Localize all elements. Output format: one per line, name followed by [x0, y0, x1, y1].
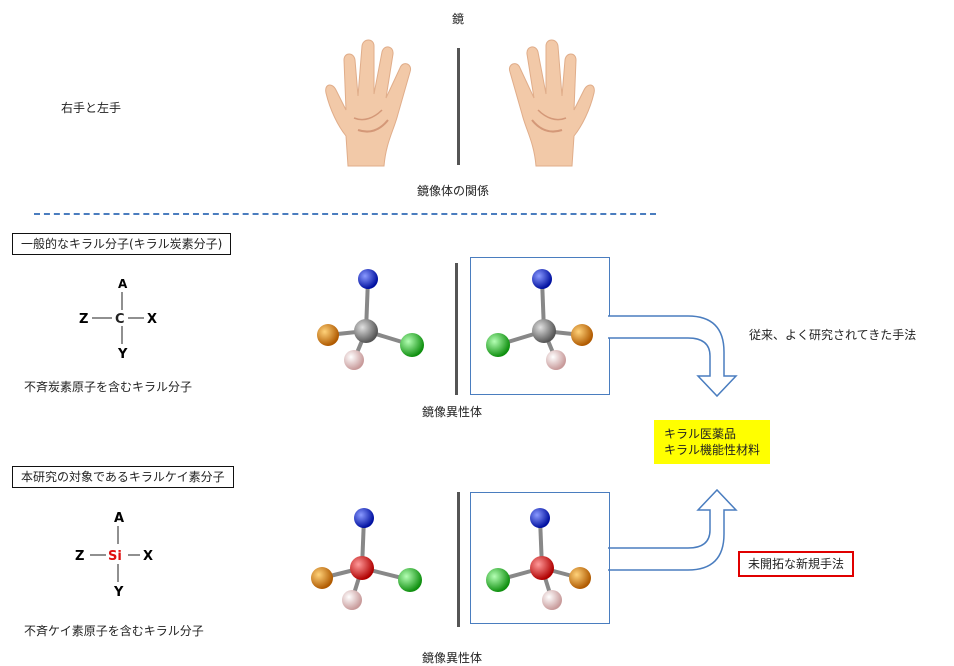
carbon-molecule-left	[317, 269, 424, 370]
outcome-line-1: キラル医薬品	[664, 427, 737, 441]
atom-z: Z	[75, 549, 84, 564]
center-atom-si: Si	[108, 549, 122, 564]
conventional-method-label: 従来、よく研究されてきた手法	[749, 328, 917, 342]
atom-a: A	[118, 277, 128, 291]
center-atom-c: C	[115, 312, 125, 327]
enantiomer-relation-label: 鏡像体の関係	[417, 184, 490, 198]
outcome-line-2: キラル機能性材料	[664, 443, 761, 457]
mirror-line	[457, 48, 460, 165]
arrow-up-icon	[608, 488, 738, 571]
silicon-structure-formula: A Z Si X Y	[75, 511, 153, 600]
silicon-molecule-left	[311, 508, 422, 610]
right-hand-icon	[325, 39, 412, 167]
outcome-box: キラル医薬品 キラル機能性材料	[654, 420, 771, 464]
carbon-molecule-right	[486, 269, 593, 370]
atom-z: Z	[79, 312, 88, 327]
silicon-enantiomer-label: 鏡像異性体	[422, 651, 483, 665]
silicon-mirror-line	[457, 492, 460, 627]
atom-a: A	[114, 511, 124, 526]
atom-x: X	[147, 312, 157, 327]
carbon-caption: 不斉炭素原子を含むキラル分子	[24, 380, 193, 394]
silicon-caption: 不斉ケイ素原子を含むキラル分子	[24, 624, 204, 638]
section-divider	[34, 213, 656, 215]
silicon-section-title: 本研究の対象であるキラルケイ素分子	[12, 466, 234, 488]
silicon-enantiomer-frame	[470, 492, 610, 624]
new-method-box: 未開拓な新規手法	[738, 551, 855, 577]
atom-y: Y	[117, 347, 128, 362]
atom-x: X	[143, 549, 153, 564]
hands-label: 右手と左手	[61, 101, 122, 115]
carbon-mirror-line	[455, 263, 458, 395]
flow-arrows	[608, 315, 738, 571]
carbon-section-title: 一般的なキラル分子(キラル炭素分子)	[12, 233, 232, 255]
silicon-molecule-right	[486, 508, 591, 610]
arrow-down-icon	[608, 315, 738, 398]
carbon-structure-formula: A Z C X Y	[79, 277, 157, 362]
mirror-label: 鏡	[452, 12, 465, 26]
atom-y: Y	[113, 585, 124, 600]
carbon-enantiomer-label: 鏡像異性体	[422, 405, 483, 419]
left-hand-icon	[508, 39, 595, 167]
